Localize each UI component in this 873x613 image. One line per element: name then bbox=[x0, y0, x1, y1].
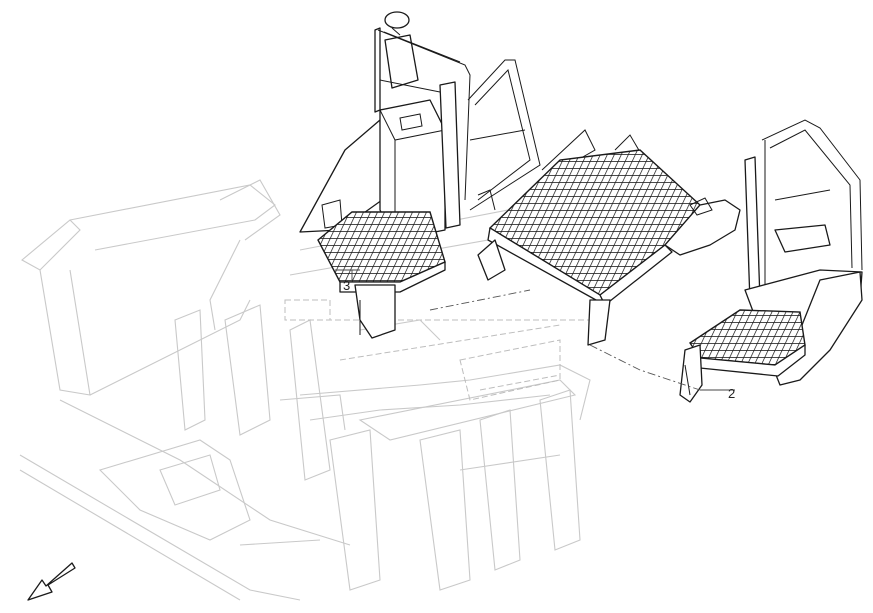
arrow-down-left-icon bbox=[27, 562, 76, 601]
callout-step-left: 3 bbox=[343, 278, 350, 293]
center-platform bbox=[477, 129, 741, 346]
leader-lines bbox=[335, 269, 735, 391]
callout-step-right: 2 bbox=[728, 386, 735, 401]
left-step-assembly bbox=[299, 11, 541, 339]
right-step-assembly bbox=[679, 119, 863, 403]
